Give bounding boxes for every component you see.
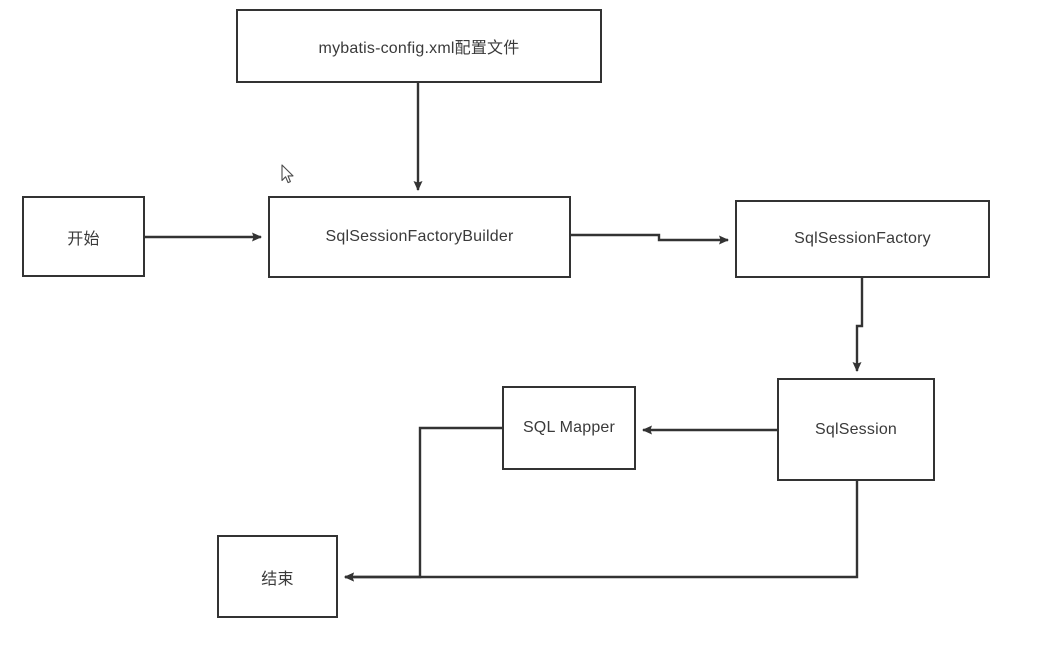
node-sql-mapper-label: SQL Mapper bbox=[522, 419, 616, 436]
node-sqlsessionfactorybuilder[interactable]: SqlSessionFactoryBuilder bbox=[268, 196, 571, 278]
node-sqlsession-label: SqlSession bbox=[814, 420, 898, 438]
node-sqlsession[interactable]: SqlSession bbox=[777, 378, 935, 481]
edge-session-to-end bbox=[344, 481, 859, 582]
node-mybatis-config[interactable]: mybatis-config.xml配置文件 bbox=[236, 9, 602, 83]
edge-mapper-to-end bbox=[344, 426, 502, 582]
node-end-label: 结束 bbox=[261, 570, 294, 588]
edge-builder-to-factory bbox=[571, 233, 729, 245]
bottom-strip bbox=[0, 644, 1043, 647]
node-mybatis-config-label: mybatis-config.xml配置文件 bbox=[318, 40, 520, 57]
edge-factory-to-session bbox=[852, 278, 864, 372]
node-sql-mapper[interactable]: SQL Mapper bbox=[502, 386, 636, 470]
node-sqlsessionfactorybuilder-label: SqlSessionFactoryBuilder bbox=[325, 228, 514, 245]
node-start-label: 开始 bbox=[67, 230, 100, 248]
node-sqlsessionfactory-label: SqlSessionFactory bbox=[794, 230, 931, 247]
node-start[interactable]: 开始 bbox=[22, 196, 145, 277]
node-end[interactable]: 结束 bbox=[217, 535, 338, 618]
node-sqlsessionfactory[interactable]: SqlSessionFactory bbox=[735, 200, 990, 278]
